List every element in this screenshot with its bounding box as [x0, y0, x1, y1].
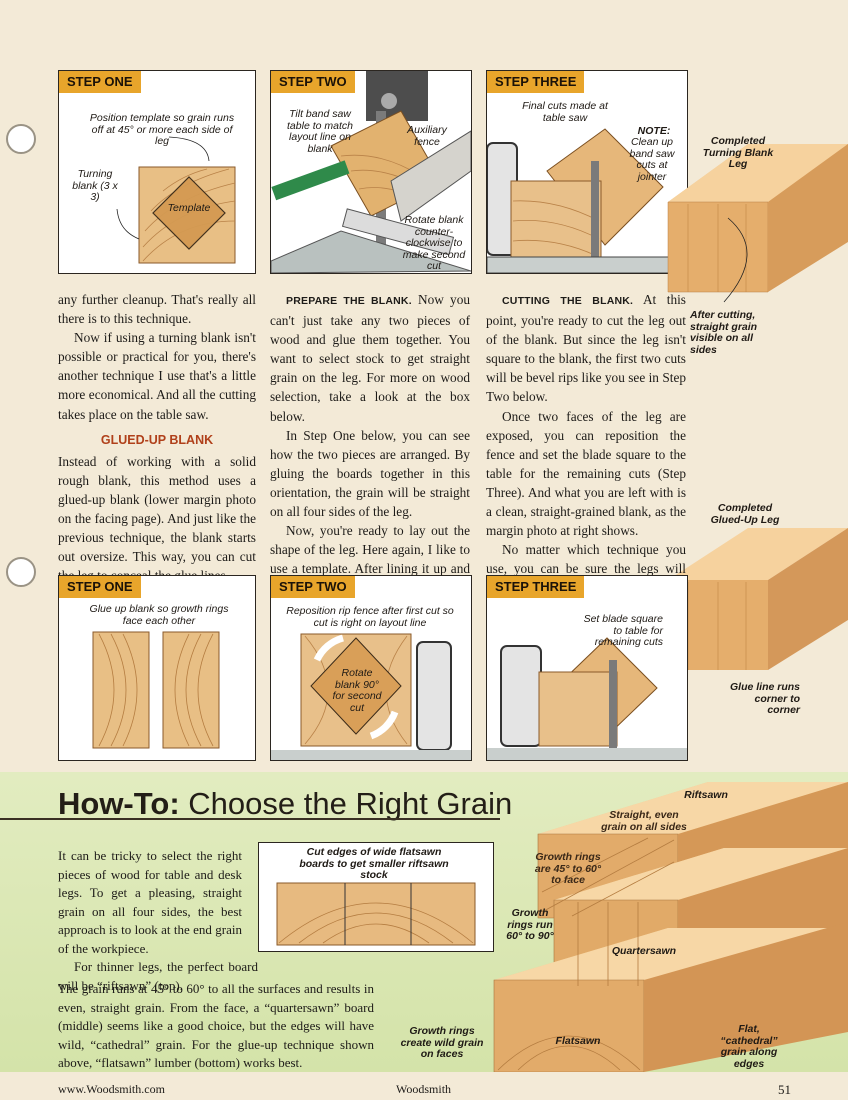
- how-to-title-bold: How-To:: [58, 786, 180, 821]
- glued-leg-title: Completed Glued-Up Leg: [710, 502, 780, 526]
- step-tag: STEP TWO: [271, 576, 355, 598]
- how-to-title-rest: Choose the Right Grain: [188, 786, 513, 821]
- step-note: Position template so grain runs off at 4…: [89, 112, 235, 147]
- title-rule: [0, 818, 500, 820]
- fence-note: Auxiliary fence: [407, 124, 447, 148]
- paragraph: Once two faces of the leg are exposed, y…: [486, 408, 686, 539]
- paragraph: Instead of working with a solid rough bl…: [58, 453, 256, 584]
- final-cuts-note: Final cuts made at table saw: [522, 100, 608, 124]
- text-column-1: any further cleanup. That's really all t…: [58, 290, 256, 585]
- step-note: Reposition rip fence after first cut so …: [286, 605, 454, 629]
- turning-leg-note: After cutting, straight grain visible on…: [690, 309, 758, 356]
- how-to-text-wide: The grain runs at 45° to 60° to all the …: [58, 980, 374, 1073]
- note-heading: NOTE:: [637, 125, 671, 137]
- step-tag: STEP TWO: [271, 71, 355, 93]
- paragraph: Now you can't just take any two pieces o…: [270, 292, 470, 424]
- riftsawn-label: Riftsawn: [684, 789, 728, 801]
- step-one-top-panel: STEP ONE Position template so grain runs…: [58, 70, 256, 274]
- step-two-bottom-panel: STEP TWO Reposition rip fence after firs…: [270, 575, 472, 761]
- run-in-heading: CUTTING THE BLANK.: [502, 295, 634, 307]
- flatsawn-cut-diagram: Cut edges of wide flatsawn boards to get…: [258, 842, 494, 952]
- step-tag: STEP THREE: [487, 71, 585, 93]
- paragraph: In Step One below, you can see how the t…: [270, 427, 470, 520]
- step-note: Glue up blank so growth rings face each …: [89, 603, 229, 627]
- rings-wild-note: Growth rings create wild grain on faces: [400, 1025, 484, 1060]
- text-column-3: CUTTING THE BLANK. At this point, you're…: [486, 290, 686, 598]
- paragraph: The grain runs at 45° to 60° to all the …: [58, 981, 374, 1070]
- paragraph: For thinner legs, the perfect board will…: [58, 959, 258, 993]
- step-tag: STEP THREE: [487, 576, 585, 598]
- paragraph: It can be tricky to select the right pie…: [58, 848, 242, 956]
- binder-hole: [6, 557, 36, 587]
- step-note: Set blade square to table for remaining …: [583, 613, 663, 648]
- quartersawn-label: Quartersawn: [611, 945, 677, 957]
- lumber-stack-drawing: [493, 782, 848, 1072]
- turning-blank-drawing: [116, 136, 236, 264]
- template-label: Template: [167, 202, 211, 214]
- note-body: Clean up band saw cuts at jointer: [629, 136, 675, 183]
- step-two-top-panel: STEP TWO Tilt band saw table to match la…: [270, 70, 472, 274]
- box-label: Cut edges of wide flatsawn boards to get…: [299, 846, 449, 881]
- paragraph: At this point, you're ready to cut the l…: [486, 292, 686, 405]
- text-column-2: PREPARE THE BLANK. Now you can't just ta…: [270, 290, 470, 617]
- glued-leg-note: Glue line runs corner to corner: [730, 681, 801, 716]
- rotate-note: Rotate blank counter-clockwise to make s…: [402, 214, 466, 272]
- flatsawn-label: Flatsawn: [555, 1035, 601, 1047]
- rings-45-note: Growth rings are 45° to 60° to face: [534, 851, 602, 886]
- paragraph: Now if using a turning blank isn't possi…: [58, 330, 256, 422]
- blank-label: Turning blank (3 x 3): [72, 168, 118, 203]
- rings-60-note: Growth rings run 60° to 90°: [506, 907, 554, 942]
- rotate-note: Rotate blank 90° for second cut: [332, 667, 382, 714]
- riftsawn-note: Straight, even grain on all sides: [601, 809, 687, 833]
- cathedral-note: Flat, “cathedral” grain along edges: [720, 1023, 778, 1070]
- table-saw-drawing: [487, 128, 687, 273]
- binder-hole: [6, 124, 36, 154]
- paragraph: any further cleanup. That's really all t…: [58, 292, 256, 327]
- square-cut-drawing: [487, 637, 687, 760]
- step-tag: STEP ONE: [59, 576, 141, 598]
- flatsawn-board-drawing: [276, 882, 476, 946]
- glue-up-drawing: [92, 631, 220, 749]
- step-three-bottom-panel: STEP THREE Set blade square to table for…: [486, 575, 688, 761]
- footer-magazine: Woodsmith: [396, 1082, 452, 1096]
- step-three-top-panel: STEP THREE Final cuts made at table saw …: [486, 70, 688, 274]
- glued-up-leg-photo: [668, 528, 848, 670]
- step-tag: STEP ONE: [59, 71, 141, 93]
- subheading: GLUED-UP BLANK: [100, 432, 214, 447]
- tilt-note: Tilt band saw table to match layout line…: [287, 108, 353, 155]
- band-saw-drawing: [271, 71, 471, 273]
- page-number: 51: [778, 1082, 791, 1097]
- run-in-heading: PREPARE THE BLANK.: [286, 295, 412, 307]
- turning-blank-leg-photo: [667, 144, 848, 303]
- step-one-bottom-panel: STEP ONE Glue up blank so growth rings f…: [58, 575, 256, 761]
- bevel-rip-drawing: [271, 633, 471, 760]
- turning-leg-title: Completed Turning Blank Leg: [702, 135, 774, 170]
- how-to-title: How-To: Choose the Right Grain: [58, 786, 512, 822]
- footer-url: www.Woodsmith.com: [58, 1082, 165, 1096]
- how-to-text: It can be tricky to select the right pie…: [58, 847, 258, 995]
